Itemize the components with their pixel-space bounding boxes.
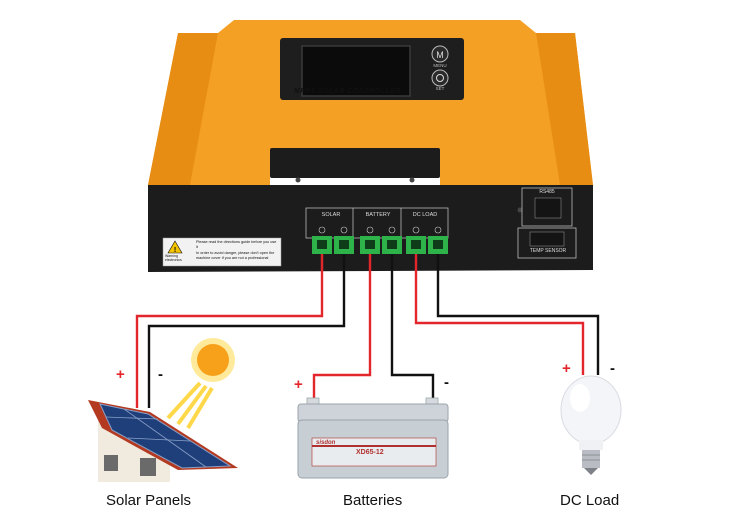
- battery-brand: sisdon: [316, 440, 336, 446]
- panel-grid: [123, 408, 207, 468]
- controller-right-ridge: [536, 33, 593, 185]
- menu-button-glyph: M: [436, 50, 444, 60]
- battery-plus-sign: +: [294, 376, 303, 393]
- solar-plus-sign: +: [116, 366, 125, 383]
- solar-house: [88, 400, 238, 482]
- bulb-tip: [584, 468, 598, 475]
- caption-solar-panels: Solar Panels: [106, 492, 192, 509]
- bulb-highlight: [570, 384, 590, 412]
- controller-left-ridge: [148, 33, 218, 185]
- sun-ray: [166, 381, 202, 420]
- terminal-hole: [365, 240, 375, 249]
- temp-sensor-label: TEMP SENSOR: [529, 248, 567, 254]
- screw: [295, 177, 301, 183]
- polarity-mark: [434, 226, 442, 234]
- rs485-label: RS485: [539, 189, 555, 195]
- terminal-row: [312, 226, 448, 254]
- polarity-mark: [318, 226, 326, 234]
- terminal-hole: [411, 240, 421, 249]
- menu-button-label: MENU: [433, 63, 447, 68]
- polarity-mark: [388, 226, 396, 234]
- terminal-label-battery: BATTERY: [365, 212, 391, 218]
- set-button[interactable]: [431, 69, 449, 87]
- caption-batteries: Batteries: [343, 492, 403, 509]
- terminal-hole: [387, 240, 397, 249]
- controller-notch: [270, 148, 440, 178]
- set-button-glyph: [436, 74, 444, 82]
- screw: [409, 177, 415, 183]
- wire-load-positive: [414, 254, 585, 375]
- battery-label-stripe: [312, 445, 436, 447]
- battery-model: XD65-12: [356, 449, 384, 456]
- house-window: [140, 458, 156, 476]
- battery: [297, 397, 449, 479]
- battery-label: [311, 437, 437, 467]
- controller-title: MPPT SOLAR CONTROLLER: [294, 88, 401, 95]
- house-window: [104, 455, 118, 471]
- warning-line-1: Please read the directions guide before …: [196, 240, 277, 249]
- bulb-base: [582, 450, 600, 468]
- warning-triangle-icon: [167, 240, 183, 254]
- terminal-hole: [433, 240, 443, 249]
- menu-button[interactable]: [431, 45, 449, 63]
- warning-sticker: [162, 237, 282, 267]
- bulb-neck: [579, 440, 603, 450]
- sun-icon: [166, 338, 235, 430]
- light-bulb-icon: [560, 375, 622, 475]
- wire-solar-positive: [135, 254, 324, 408]
- terminal-hole: [339, 240, 349, 249]
- battery-lid: [297, 403, 449, 423]
- warning-line-2: In order to avoid danger, please don't o…: [196, 251, 275, 260]
- mppt-controller: M !: [148, 20, 593, 272]
- panel-grid: [105, 416, 159, 420]
- panel-grid: [127, 437, 191, 442]
- polarity-mark: [340, 226, 348, 234]
- terminal-hole: [317, 240, 327, 249]
- sun-ray: [176, 384, 208, 426]
- bulb-glass: [560, 375, 622, 445]
- screw: [517, 207, 523, 213]
- lcd-screen: [301, 45, 411, 97]
- caption-dc-load: DC Load: [560, 492, 620, 509]
- terminal-label-solar: SOLAR: [321, 212, 341, 218]
- rs485-port[interactable]: [521, 187, 573, 227]
- battery-minus-sign: -: [444, 374, 449, 391]
- load-minus-sign: -: [610, 360, 615, 377]
- set-button-label: SET: [435, 86, 445, 91]
- sun-disc: [197, 344, 229, 376]
- warning-exclaim: !: [174, 247, 176, 254]
- solar-minus-sign: -: [158, 366, 163, 383]
- terminal-label-dc-load: DC LOAD: [412, 212, 438, 218]
- controller-orange-housing: [148, 20, 593, 185]
- rs485-socket: [534, 197, 562, 219]
- polarity-mark: [412, 226, 420, 234]
- temp-sensor-socket: [529, 231, 565, 247]
- wire-battery-negative: [390, 254, 435, 400]
- wire-load-negative: [436, 254, 600, 375]
- temp-sensor-port[interactable]: [517, 227, 577, 259]
- wire-battery-positive: [312, 254, 372, 402]
- wire-solar-negative: [147, 254, 346, 408]
- warning-title: Warning electronics: [165, 254, 182, 262]
- polarity-mark: [366, 226, 374, 234]
- wires: [135, 254, 600, 408]
- sun-ray: [186, 386, 214, 430]
- load-plus-sign: +: [562, 360, 571, 377]
